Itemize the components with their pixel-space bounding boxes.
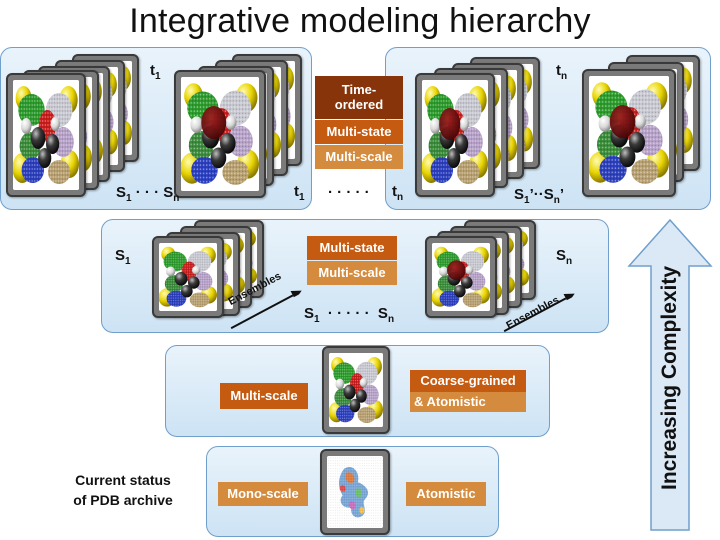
tag-time-ordered: Time- ordered bbox=[315, 76, 403, 119]
label-tn-bottom: tn bbox=[392, 183, 404, 203]
structure-frame bbox=[320, 449, 390, 535]
tag-mono-scale: Mono-scale bbox=[218, 482, 308, 506]
label-bottom-s1-sn: S1 · · · · · Sn bbox=[304, 305, 395, 325]
complexity-arrow bbox=[627, 218, 713, 532]
tag-multi-state: Multi-state bbox=[307, 236, 397, 260]
status-line1: Current status bbox=[75, 472, 171, 488]
tag-multi-scale: Multi-scale bbox=[307, 261, 397, 285]
tag-multi-scale: Multi-scale bbox=[220, 383, 308, 409]
page-title: Integrative modeling hierarchy bbox=[129, 2, 591, 40]
tag-atomistic: & Atomistic bbox=[410, 392, 526, 412]
structure-frame-front bbox=[6, 73, 86, 197]
label-t-dots: · · · · · bbox=[328, 184, 370, 201]
label-t1-bottom: t1 bbox=[294, 183, 305, 203]
ensembles-arrow-left bbox=[224, 277, 303, 330]
structure-frame-front bbox=[152, 236, 224, 318]
structure-frame-front bbox=[415, 73, 495, 197]
label-s1-sn: S1 · · · Sn bbox=[116, 184, 180, 204]
label-sn: Sn bbox=[556, 247, 573, 267]
structure-frame-front bbox=[425, 236, 497, 318]
status-label: Current status of PDB archive bbox=[48, 470, 198, 511]
tag-atomistic: Atomistic bbox=[406, 482, 486, 506]
label-s1p-snp: S1’··Sn’ bbox=[514, 186, 565, 206]
complexity-arrow-label: Increasing Complexity bbox=[658, 265, 681, 490]
label-s1: S1 bbox=[115, 247, 131, 267]
status-line2: of PDB archive bbox=[73, 492, 173, 509]
structure-frame-front bbox=[582, 69, 676, 197]
structure-frame-front bbox=[174, 70, 266, 198]
tag-multi-scale: Multi-scale bbox=[315, 145, 403, 169]
label-t1: t1 bbox=[150, 62, 161, 82]
tag-multi-state: Multi-state bbox=[315, 120, 403, 144]
structure-frame bbox=[322, 346, 390, 434]
label-tn: tn bbox=[556, 62, 568, 82]
ensembles-arrow-right bbox=[497, 280, 576, 333]
tag-coarse-grained: Coarse-grained bbox=[410, 370, 526, 392]
